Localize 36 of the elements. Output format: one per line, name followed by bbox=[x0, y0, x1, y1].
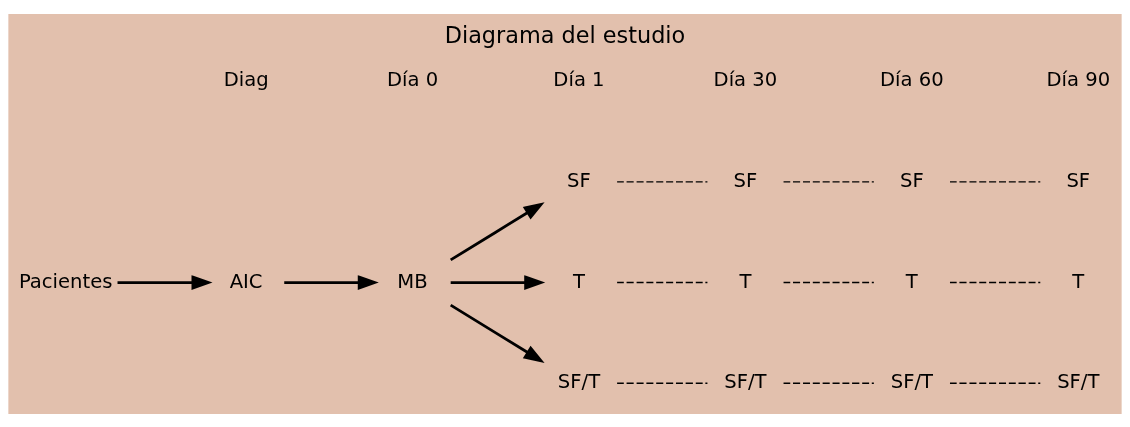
connector bbox=[616, 180, 709, 183]
connector bbox=[949, 281, 1041, 283]
label: Día 30 bbox=[713, 67, 778, 91]
node-text: T bbox=[573, 269, 585, 293]
node-text: SF bbox=[567, 168, 591, 192]
connector bbox=[782, 382, 875, 384]
node-text: T bbox=[905, 269, 918, 293]
label: Día 0 bbox=[386, 67, 439, 91]
node-text: SF bbox=[900, 168, 924, 192]
label: Día 60 bbox=[880, 67, 944, 91]
arrow bbox=[449, 303, 545, 363]
node-text: SF bbox=[1066, 168, 1091, 192]
label: Día 90 bbox=[1046, 67, 1111, 91]
node-text: AIC bbox=[229, 269, 263, 293]
node-text: MB bbox=[397, 269, 428, 293]
connector bbox=[616, 281, 709, 283]
node-text: SF bbox=[733, 168, 758, 192]
node-text: T bbox=[1072, 269, 1085, 293]
arrow bbox=[449, 201, 545, 261]
node-text: SF/T bbox=[1057, 369, 1100, 393]
node-text: SF/T bbox=[724, 369, 767, 393]
node-text: SF/T bbox=[557, 369, 601, 393]
label: Diag bbox=[223, 67, 269, 91]
connector bbox=[782, 180, 875, 183]
diagram-title: Diagrama del estudio bbox=[444, 21, 686, 48]
label: Día 1 bbox=[553, 67, 605, 91]
arrow bbox=[450, 274, 546, 290]
connector bbox=[949, 180, 1041, 183]
node-text: Pacientes bbox=[18, 269, 113, 293]
connector bbox=[616, 382, 709, 384]
arrow bbox=[117, 274, 213, 290]
node-text: SF/T bbox=[890, 369, 933, 393]
node-text: T bbox=[739, 269, 752, 293]
connector bbox=[949, 382, 1041, 384]
connector bbox=[782, 281, 875, 283]
arrow bbox=[284, 274, 379, 290]
